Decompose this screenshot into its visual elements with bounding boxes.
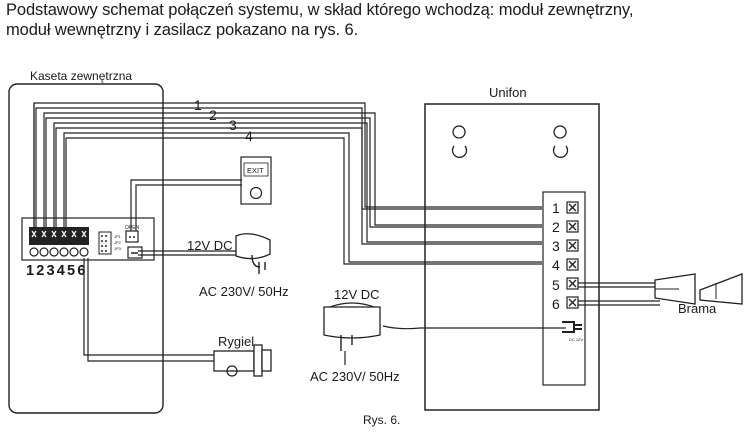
intro-text: Podstawowy schemat połączeń systemu, w s… xyxy=(6,0,746,40)
mounting-hole-left xyxy=(451,125,468,158)
indoor-terminal-numbers: 1 2 3 4 5 6 xyxy=(552,200,560,312)
indoor-screws xyxy=(566,201,579,309)
svg-text:4: 4 xyxy=(552,257,560,273)
wire-number-labels: 1 2 3 4 xyxy=(194,97,253,144)
exit-label: EXIT xyxy=(247,166,264,175)
gate-label: Brama xyxy=(678,301,717,316)
figure-caption: Rys. 6. xyxy=(363,413,400,427)
svg-text:2: 2 xyxy=(552,219,560,235)
svg-text:6: 6 xyxy=(552,296,560,312)
svg-text:JP2: JP2 xyxy=(114,240,122,245)
svg-text:1: 1 xyxy=(552,200,560,216)
svg-text:5: 5 xyxy=(552,277,560,293)
wire-number-2: 2 xyxy=(209,107,217,123)
exit-button: EXIT xyxy=(130,156,272,231)
mounting-hole-right xyxy=(552,125,569,158)
dc-jack-label: DC 12V xyxy=(569,337,583,342)
intro-line-2: moduł wewnętrzny i zasilacz pokazano na … xyxy=(6,21,359,39)
intro-line-1: Podstawowy schemat połączeń systemu, w s… xyxy=(6,1,634,19)
indoor-unit-label: Unifon xyxy=(489,85,527,100)
svg-text:3: 3 xyxy=(552,238,560,254)
svg-text:JP3: JP3 xyxy=(114,246,122,251)
open-label: OPEN xyxy=(125,225,140,231)
open-connector: OPEN xyxy=(125,225,143,259)
jumper-block: JP1 JP2 JP3 xyxy=(98,231,122,255)
outdoor-screw-terminals xyxy=(29,227,89,257)
psu2-mains: AC 230V/ 50Hz xyxy=(310,369,400,384)
psu1-mains: AC 230V/ 50Hz xyxy=(199,284,289,299)
indoor-terminal-strip xyxy=(542,191,586,386)
outdoor-unit: Kaseta zewnętrzna JP1 JP2 JP3 OPEN xyxy=(8,69,164,414)
power-supply-1: 12V DC AC 230V/ 50Hz xyxy=(138,233,289,299)
indoor-unit: Unifon 1 2 3 4 5 6 DC 12V xyxy=(424,85,600,411)
wire-number-3: 3 xyxy=(229,117,237,133)
lock: Rygiel xyxy=(83,258,272,377)
svg-text:JP1: JP1 xyxy=(114,234,122,239)
psu1-label: 12V DC xyxy=(187,238,233,253)
wire-number-1: 1 xyxy=(194,97,202,113)
wire-number-4: 4 xyxy=(245,128,253,144)
psu2-label: 12V DC xyxy=(334,287,380,302)
lock-label: Rygiel xyxy=(218,334,254,349)
outdoor-unit-label: Kaseta zewnętrzna xyxy=(30,69,132,83)
dc-jack: DC 12V xyxy=(562,321,583,342)
outdoor-terminal-numbers: 123456 xyxy=(26,263,88,279)
bus-wires xyxy=(33,102,542,265)
gate: Brama xyxy=(578,273,743,316)
power-supply-2: 12V DC AC 230V/ 50Hz xyxy=(310,287,566,384)
